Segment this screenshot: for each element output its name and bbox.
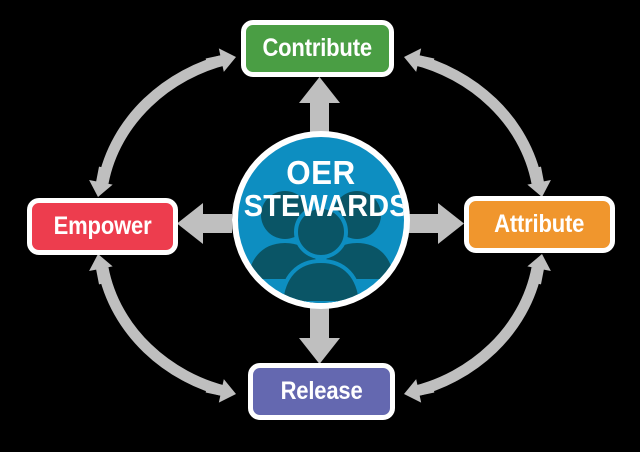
node-release[interactable]: Release [248, 363, 395, 420]
center-hub-line-2: STEWARDS [243, 187, 409, 223]
node-release-label: Release [280, 377, 363, 405]
arrow-center-to-release [299, 306, 340, 364]
arrow-contribute-attribute [401, 45, 554, 200]
arrow-center-to-attribute [409, 203, 464, 244]
node-empower[interactable]: Empower [27, 198, 178, 255]
center-hub-text: OER STEWARDS [238, 156, 404, 221]
arrow-empower-contribute [86, 45, 239, 200]
arrow-center-to-empower [177, 203, 232, 244]
arrow-center-to-contribute [299, 77, 340, 135]
center-hub-oer-stewards[interactable]: OER STEWARDS [232, 131, 410, 309]
center-hub-line-1: OER [286, 154, 356, 191]
node-attribute-label: Attribute [494, 210, 585, 238]
arrow-release-empower [86, 251, 239, 406]
node-attribute[interactable]: Attribute [464, 196, 615, 253]
node-empower-label: Empower [53, 212, 152, 240]
people-group-icon [248, 191, 394, 303]
arrow-attribute-release [401, 251, 554, 406]
node-contribute[interactable]: Contribute [241, 20, 394, 77]
node-contribute-label: Contribute [262, 34, 373, 62]
